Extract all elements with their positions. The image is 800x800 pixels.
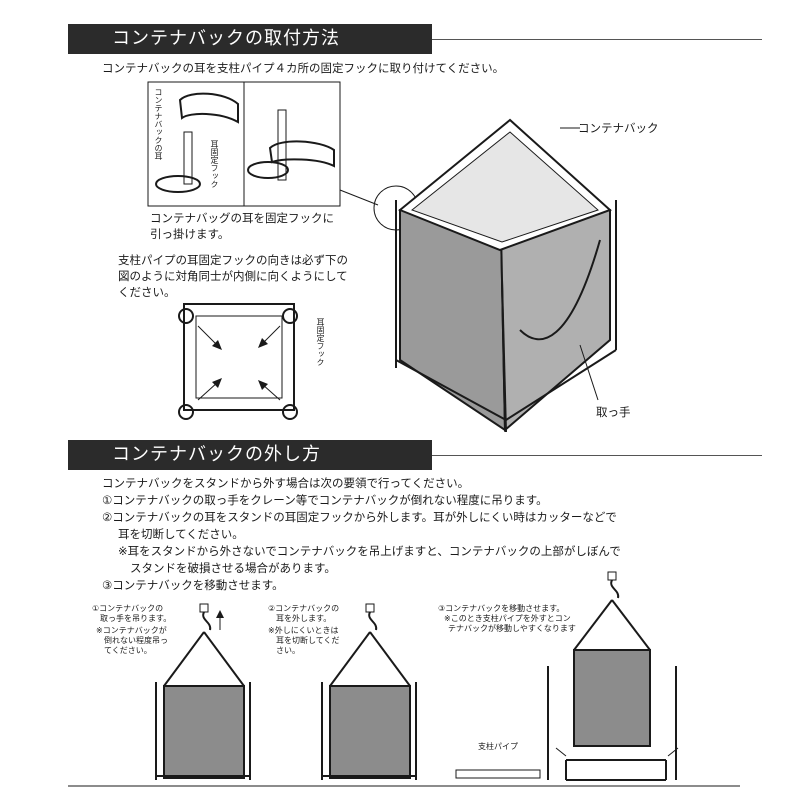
orient-line2: 図のように対角同士が内側に向くようにして — [118, 269, 348, 283]
fig2-line1: ②コンテナバックの — [268, 604, 340, 613]
ear-loop-right — [268, 140, 335, 168]
hook-label: 耳固定フック — [210, 140, 219, 188]
fig1-bag — [155, 603, 251, 780]
pipe-top-left — [155, 175, 201, 193]
bag-label: コンテナバック — [578, 121, 659, 135]
stand-top-view — [183, 303, 295, 411]
bag-on-stand — [395, 118, 617, 433]
crane-hook-2 — [365, 603, 375, 613]
note-line2: スタンドを破損させる場合があります。 — [130, 561, 336, 575]
fig1-line4: 倒れない程度吊っ — [104, 636, 168, 645]
hook-post-right — [277, 109, 287, 181]
step1: ①コンテナバックの取っ手をクレーン等でコンテナバックが倒れない程度に吊ります。 — [102, 493, 548, 507]
fig1-line5: てください。 — [104, 646, 152, 655]
caption-line2: 引っ掛けます。 — [150, 227, 230, 241]
fig1-line3: ※コンテナバックが — [96, 626, 167, 635]
crane-hook-3 — [607, 571, 617, 581]
bag-handle — [519, 239, 601, 341]
orient-line3: ください。 — [118, 285, 176, 299]
fig2-line3: ※外しにくいときは — [268, 626, 339, 635]
fig2-line5: さい。 — [276, 646, 300, 655]
orient-line1: 支柱パイプの耳固定フックの向きは必ず下の — [118, 253, 348, 267]
ear-label: コンテナバックの耳 — [154, 88, 163, 160]
fig2-line2: 耳を外します。 — [276, 614, 332, 623]
pipe-label: 支柱パイプ — [478, 742, 518, 751]
section2-intro: コンテナバックをスタンドから外す場合は次の要領で行ってください。 — [102, 476, 470, 490]
fig3-bag — [455, 571, 679, 781]
ear-loop-left — [178, 92, 239, 124]
fig3-line3: テナバックが移動しやすくなります — [448, 624, 576, 633]
step2-line2: 耳を切断してください。 — [118, 527, 244, 541]
hook-label-2: 耳固定フック — [316, 318, 325, 366]
support-pipe — [455, 769, 541, 779]
handle-label: 取っ手 — [596, 405, 631, 419]
fig3-line1: ③コンテナバックを移動させます。 — [438, 604, 565, 613]
crane-hook-1 — [199, 603, 209, 613]
hook-corner-tr — [282, 308, 298, 324]
fig1-line1: ①コンテナバックの — [92, 604, 164, 613]
note-line1: ※耳をスタンドから外さないでコンテナバックを吊上げますと、コンテナバックの上部が… — [118, 544, 621, 558]
hook-post-left — [183, 131, 193, 185]
section1-title: コンテナバックの取付方法 — [68, 24, 432, 54]
hook-corner-bl — [178, 404, 194, 420]
section2-title: コンテナバックの外し方 — [68, 440, 432, 470]
fig3-line2: ※このとき支柱パイプを外すとコン — [444, 614, 571, 623]
fig2-bag — [321, 603, 417, 780]
hook-corner-br — [282, 404, 298, 420]
fig2-line4: 耳を切断してくだ — [276, 636, 340, 645]
section2-rule — [432, 455, 762, 456]
step2-line1: ②コンテナバックの耳をスタンドの耳固定フックから外します。耳が外しにくい時はカッ… — [102, 510, 617, 524]
hook-corner-tl — [178, 308, 194, 324]
section1-rule — [432, 39, 762, 40]
fig1-line2: 取っ手を吊ります。 — [100, 614, 172, 623]
section1-intro: コンテナバックの耳を支柱パイプ４カ所の固定フックに取り付けてください。 — [102, 61, 505, 75]
caption-line1: コンテナバッグの耳を固定フックに — [150, 211, 334, 225]
step3: ③コンテナバックを移動させます。 — [102, 578, 284, 592]
